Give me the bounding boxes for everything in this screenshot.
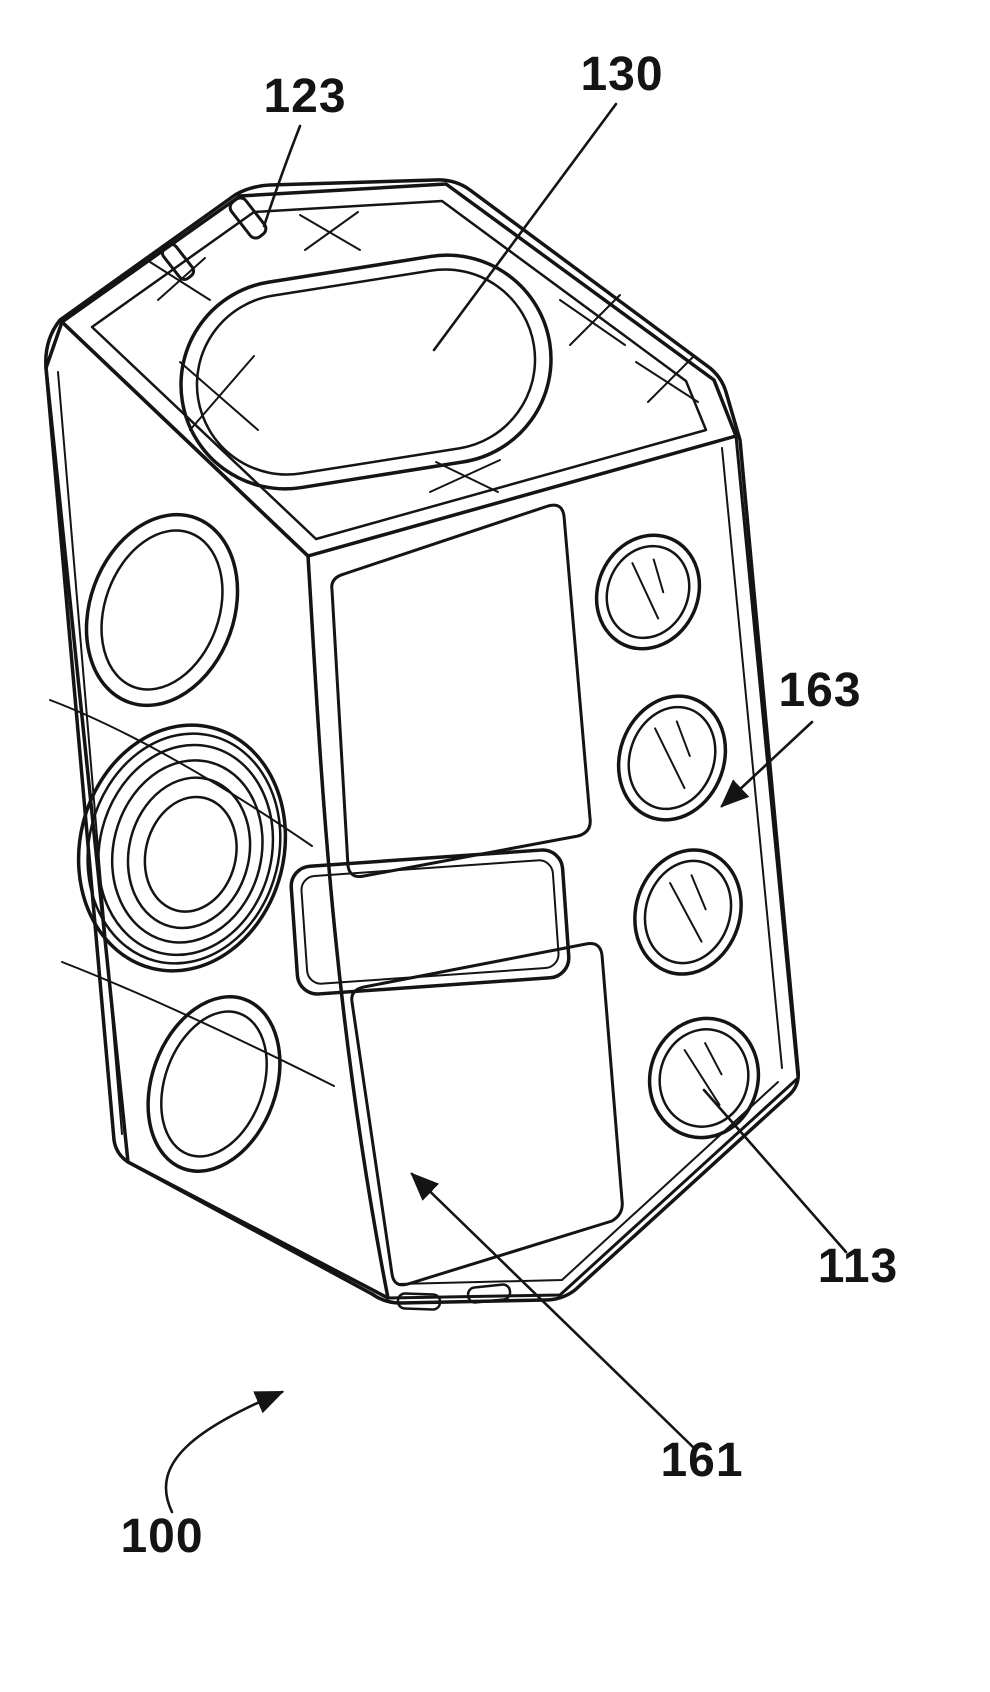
ref-label-113: 113: [818, 1240, 898, 1293]
ref-163: 163: [720, 664, 861, 808]
ref-123: 123: [262, 70, 346, 228]
ref-100: 100: [120, 1390, 285, 1563]
left-lower-window: [146, 995, 282, 1173]
ref-label-100: 100: [120, 1510, 203, 1563]
ref-label-163: 163: [778, 664, 861, 717]
front-band: [289, 848, 571, 996]
bottom-feet: [396, 1283, 512, 1311]
ref-label-123: 123: [263, 70, 346, 123]
rim-clip-123: [228, 196, 268, 240]
leader-arrow-163: [720, 720, 814, 808]
leader-line-130: [432, 102, 618, 352]
left-upper-window: [84, 512, 240, 708]
body-silhouette: [44, 178, 801, 1305]
top-face: [60, 182, 738, 558]
leader-line-123: [262, 124, 302, 228]
rim-clip-secondary: [160, 243, 196, 281]
top-rim-inner: [90, 199, 708, 541]
side-hole-113: [647, 1016, 761, 1140]
top-brace-webs: [149, 211, 699, 493]
ref-130: 130: [432, 48, 663, 352]
ref-label-130: 130: [580, 48, 663, 101]
reference-annotations: 123 130 163 113 161 100: [120, 48, 898, 1563]
leader-arrow-100: [164, 1390, 285, 1514]
threaded-hole: [76, 723, 288, 973]
side-hole-3: [633, 848, 743, 976]
top-opening: [179, 253, 553, 491]
side-hole-2: [616, 694, 728, 822]
side-hole-1: [594, 533, 702, 651]
left-face: [44, 320, 390, 1300]
front-lower-lattice-panel: [350, 942, 624, 1287]
ref-label-161: 161: [660, 1434, 743, 1487]
ref-113: 113: [702, 1088, 898, 1293]
ref-161: 161: [410, 1172, 743, 1487]
side-hole-column: [594, 533, 761, 1140]
front-upper-lattice-panel: [330, 503, 592, 878]
leader-line-113: [702, 1088, 848, 1254]
implant-body: [44, 178, 801, 1311]
leader-arrow-161: [410, 1172, 696, 1450]
